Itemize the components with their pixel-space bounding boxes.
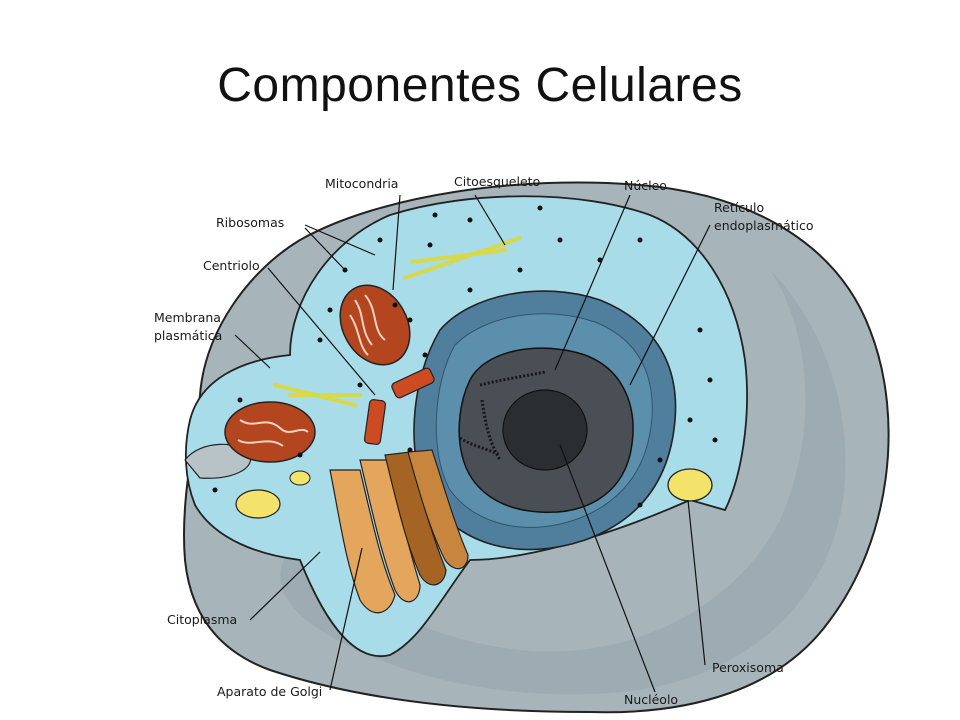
label-peroxisoma: Peroxisoma	[712, 660, 784, 675]
label-golgi: Aparato de Golgi	[217, 684, 322, 699]
label-citoplasma: Citoplasma	[167, 612, 237, 627]
label-reticulo-1: Retículo	[714, 200, 764, 215]
label-reticulo-2: endoplasmático	[714, 218, 814, 233]
label-nucleolo: Nucléolo	[624, 692, 678, 707]
label-mitocondria: Mitocondria	[325, 176, 398, 191]
centriole	[363, 367, 435, 445]
mitochondrion-top	[339, 284, 411, 366]
page-title: Componentes Celulares	[217, 59, 743, 112]
ribosomes	[212, 205, 718, 508]
nucleolus	[502, 389, 588, 471]
label-citoesqueleto: Citoesqueleto	[454, 174, 540, 189]
peroxisome	[667, 468, 713, 502]
label-nucleo: Núcleo	[624, 178, 667, 193]
vesicle-2	[289, 470, 311, 486]
cytoskeleton	[273, 236, 522, 407]
label-ribosomas: Ribosomas	[216, 215, 284, 230]
golgi-apparatus	[329, 449, 469, 614]
mitochondrion-left	[224, 401, 316, 463]
label-membrana-1: Membrana	[154, 310, 221, 325]
label-centriolo: Centriolo	[203, 258, 260, 273]
vesicle-1	[235, 489, 281, 519]
chromatin	[459, 370, 546, 461]
label-membrana-2: plasmática	[154, 328, 222, 343]
leader-lines	[234, 194, 711, 693]
